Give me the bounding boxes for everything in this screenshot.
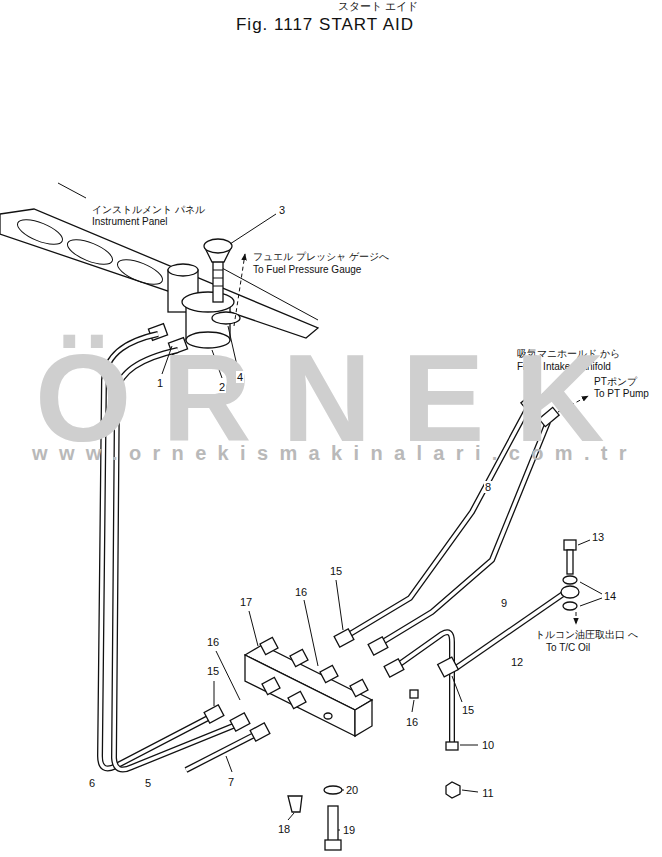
note-text: インストルメント パネル [92,204,205,216]
callout-number: 9 [500,597,508,610]
callout-number: 8 [484,481,492,494]
title-kana: スタート エイド [338,0,418,12]
callout-number: 16 [405,716,419,729]
callout-number: 15 [206,665,220,678]
callout-number: 2 [218,381,226,394]
callout-number: 3 [278,204,286,217]
callout-number: 18 [277,823,291,836]
callout-number: 15 [461,704,475,717]
callout-number: 1 [156,377,164,390]
note-text: To T/C Oil [546,642,590,654]
callout-number: 11 [481,787,494,800]
figure-title: Fig. 1117 START AID [236,15,414,35]
callout-number: 16 [206,636,220,649]
note-text: To Fuel Pressure Gauge [253,264,361,276]
callout-number: 12 [510,656,524,669]
note-text: フュエル プレッシャ ゲージへ [253,251,389,263]
watermark-url: www.ornekismakinalari.com.tr [32,442,638,465]
callout-number: 7 [227,776,235,789]
callout-number: 6 [88,777,96,790]
note-text: Instrument Panel [92,216,168,228]
note-text: トルコン油圧取出口 へ [535,629,638,641]
callout-number: 16 [294,586,308,599]
callout-number: 15 [329,565,343,578]
callout-number: 20 [345,784,359,797]
callout-number: 17 [239,596,253,609]
callout-number: 14 [603,590,617,603]
callout-number: 10 [481,739,495,752]
callout-number: 19 [342,824,356,837]
callout-number: 13 [591,531,605,544]
callout-number: 4 [236,371,244,384]
callout-number: 5 [144,777,152,790]
